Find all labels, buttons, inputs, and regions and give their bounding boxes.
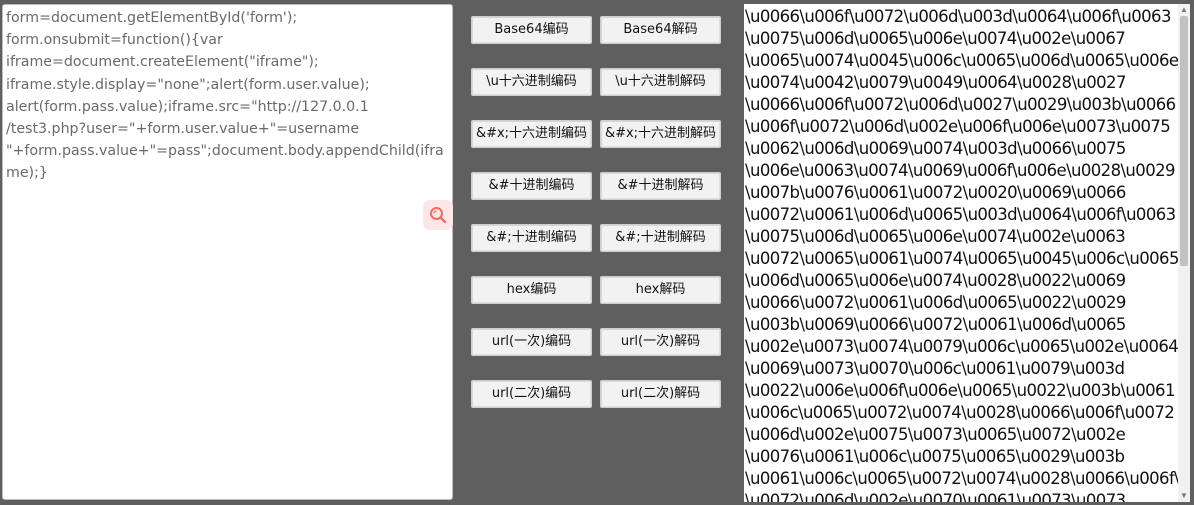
url-twice-decode-button[interactable]: url(二次)解码 — [600, 380, 721, 408]
unicode-hex-decode-button[interactable]: \u十六进制解码 — [600, 68, 721, 96]
url-once-decode-button[interactable]: url(一次)解码 — [600, 328, 721, 356]
base64-encode-button[interactable]: Base64编码 — [471, 16, 592, 44]
base64-decode-button[interactable]: Base64解码 — [600, 16, 721, 44]
scroll-down-icon[interactable]: ▼ — [1180, 491, 1188, 500]
html-hex-entity-decode-button[interactable]: &#x;十六进制解码 — [600, 120, 721, 148]
html-decimal-semicolon-encode-button[interactable]: &#;十进制编码 — [471, 224, 592, 252]
hex-decode-button[interactable]: hex解码 — [600, 276, 721, 304]
url-twice-encode-button[interactable]: url(二次)编码 — [471, 380, 592, 408]
html-decimal-decode-button[interactable]: &#十进制解码 — [600, 172, 721, 200]
unicode-hex-encode-button[interactable]: \u十六进制编码 — [471, 68, 592, 96]
search-badge[interactable] — [423, 200, 453, 230]
hex-encode-button[interactable]: hex编码 — [471, 276, 592, 304]
input-textarea[interactable]: form=document.getElementById('form'); fo… — [2, 4, 453, 500]
search-icon — [430, 207, 447, 224]
scroll-up-icon[interactable]: ▲ — [1180, 5, 1188, 14]
html-hex-entity-encode-button[interactable]: &#x;十六进制编码 — [471, 120, 592, 148]
output-scrollbar[interactable]: ▲ ▼ — [1178, 4, 1190, 502]
html-decimal-semicolon-decode-button[interactable]: &#;十进制解码 — [600, 224, 721, 252]
url-once-encode-button[interactable]: url(一次)编码 — [471, 328, 592, 356]
html-decimal-encode-button[interactable]: &#十进制编码 — [471, 172, 592, 200]
output-textarea[interactable]: \u0066\u006f\u0072\u006d\u003d\u0064\u00… — [744, 4, 1190, 502]
output-text: \u0066\u006f\u0072\u006d\u003d\u0064\u00… — [745, 7, 1190, 502]
scroll-thumb[interactable] — [1180, 16, 1188, 266]
